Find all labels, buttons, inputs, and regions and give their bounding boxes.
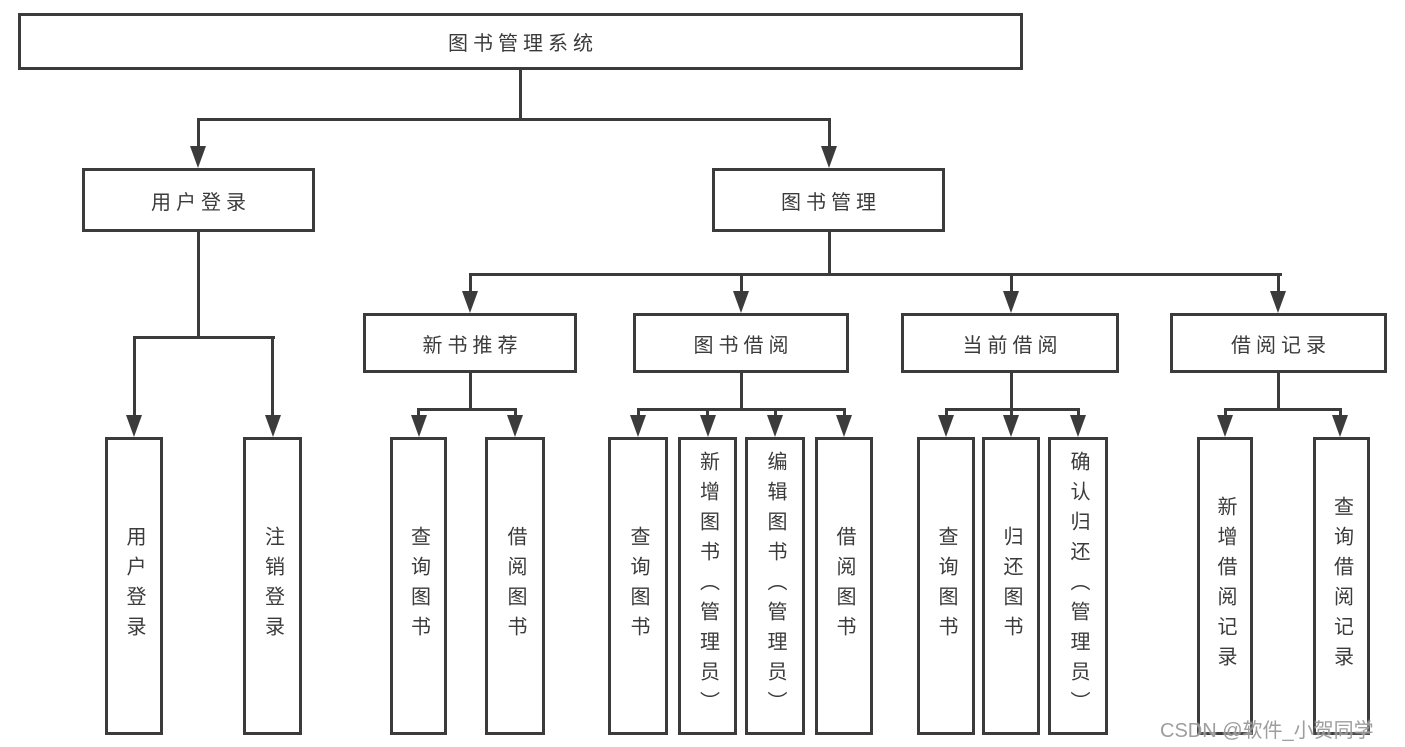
connector-line <box>271 339 274 417</box>
connector-line <box>1223 408 1342 411</box>
arrowhead-down-icon <box>733 291 749 313</box>
node-library-management-system: 图书管理系统 <box>18 13 1023 70</box>
arrowhead-down-icon <box>410 415 427 437</box>
connector-line <box>1009 276 1013 293</box>
connector-line <box>773 411 777 417</box>
leaf-label: 新增借阅记录 <box>1214 496 1236 676</box>
leaf-label: 新增图书（管理员） <box>696 451 719 721</box>
leaf-label: 查询图书 <box>935 526 957 646</box>
arrowhead-down-icon <box>821 146 837 168</box>
connector-line <box>827 121 831 148</box>
leaf-label: 确认归还（管理员） <box>1067 451 1089 721</box>
connector-line <box>196 232 200 336</box>
leaf-add-borrow-record: 新增借阅记录 <box>1197 437 1253 735</box>
leaf-label: 编辑图书（管理员） <box>764 451 786 721</box>
leaf-label: 注销登录 <box>261 526 284 646</box>
leaf-label: 借阅图书 <box>504 526 526 646</box>
connector-line <box>706 411 709 417</box>
node-label: 当前借阅 <box>962 334 1063 357</box>
leaf-add-book-admin: 新增图书（管理员） <box>678 437 737 735</box>
leaf-label: 借阅图书 <box>833 526 855 646</box>
leaf-return-books: 归还图书 <box>982 437 1040 735</box>
connector-line <box>132 339 136 417</box>
arrowhead-down-icon <box>190 146 206 168</box>
connector-line <box>417 408 517 411</box>
connector-line <box>196 118 831 121</box>
arrowhead-down-icon <box>507 415 523 437</box>
arrowhead-down-icon <box>836 415 852 437</box>
connector-line <box>739 276 743 293</box>
connector-line <box>1276 373 1280 408</box>
leaf-query-books-current: 查询图书 <box>917 437 975 735</box>
node-book-management: 图书管理 <box>712 168 945 232</box>
node-user-login: 用户登录 <box>82 168 315 232</box>
node-label: 借阅记录 <box>1231 334 1331 357</box>
connector-line <box>1009 373 1013 408</box>
node-label: 图书管理系统 <box>448 33 598 55</box>
node-borrowing-records: 借阅记录 <box>1170 313 1387 373</box>
connector-line <box>636 408 846 411</box>
arrowhead-down-icon <box>1217 415 1233 437</box>
leaf-label: 查询图书 <box>407 526 430 646</box>
arrowhead-down-icon <box>1070 415 1086 437</box>
leaf-query-books-recommend: 查询图书 <box>390 437 447 735</box>
leaf-label: 用户登录 <box>123 526 145 646</box>
connector-line <box>827 232 831 273</box>
connector-line <box>1223 411 1227 417</box>
connector-line <box>468 276 472 293</box>
leaf-edit-book-admin: 编辑图书（管理员） <box>745 437 805 735</box>
arrowhead-down-icon <box>1332 415 1348 437</box>
connector-line <box>196 121 200 148</box>
connector-line <box>518 70 522 121</box>
leaf-user-login: 用户登录 <box>105 437 163 735</box>
arrowhead-down-icon <box>767 415 783 437</box>
arrowhead-down-icon <box>1270 291 1286 313</box>
connector-line <box>739 373 743 408</box>
connector-line <box>1338 411 1342 417</box>
arrowhead-down-icon <box>126 415 142 437</box>
arrowhead-down-icon <box>699 415 716 437</box>
node-label: 用户登录 <box>151 191 251 214</box>
arrowhead-down-icon <box>1003 291 1019 313</box>
connector-line <box>636 411 640 417</box>
leaf-label: 归还图书 <box>1000 526 1022 646</box>
leaf-label: 查询图书 <box>627 526 649 646</box>
leaf-borrow-books-recommend: 借阅图书 <box>485 437 545 735</box>
connector-line <box>468 273 1282 276</box>
leaf-query-books-borrowing: 查询图书 <box>608 437 668 735</box>
connector-line <box>417 411 420 417</box>
connector-line <box>1276 276 1280 293</box>
arrowhead-down-icon <box>1003 415 1019 437</box>
leaf-logout: 注销登录 <box>243 437 302 735</box>
node-label: 图书管理 <box>781 191 881 214</box>
arrowhead-down-icon <box>630 415 646 437</box>
arrowhead-down-icon <box>264 415 281 437</box>
arrowhead-down-icon <box>938 415 954 437</box>
connector-line <box>1076 411 1080 417</box>
node-new-book-recommendation: 新书推荐 <box>363 313 577 373</box>
node-label: 新书推荐 <box>422 334 523 357</box>
connector-line <box>132 336 275 339</box>
node-book-borrowing: 图书借阅 <box>633 313 849 373</box>
connector-line <box>468 373 472 408</box>
node-current-borrowing: 当前借阅 <box>901 313 1119 373</box>
leaf-label: 查询借阅记录 <box>1330 496 1353 676</box>
leaf-confirm-return-admin: 确认归还（管理员） <box>1048 437 1108 735</box>
node-label: 图书借阅 <box>693 334 794 357</box>
arrowhead-down-icon <box>462 291 478 313</box>
connector-line <box>842 411 846 417</box>
csdn-watermark: CSDN @软件_小贺同学 <box>1160 720 1374 742</box>
connector-line <box>1009 411 1013 417</box>
connector-line <box>944 411 948 417</box>
leaf-query-borrow-record: 查询借阅记录 <box>1313 437 1370 735</box>
connector-line <box>513 411 517 417</box>
leaf-borrow-books-borrowing: 借阅图书 <box>815 437 873 735</box>
connector-line <box>944 408 1080 411</box>
